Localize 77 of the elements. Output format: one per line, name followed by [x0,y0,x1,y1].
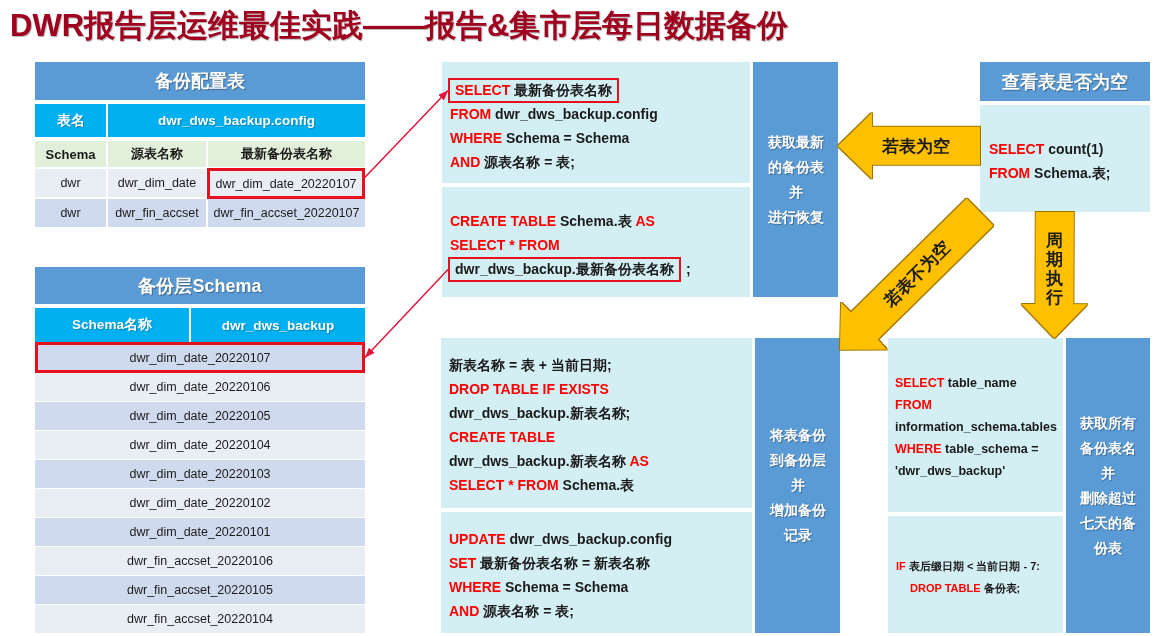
edge-label: 周期执行 [1045,230,1064,307]
data-table [35,267,365,633]
step-text: 删除超过七天的备份表 [1079,488,1137,558]
table-cell: dwr_dim_date_20220105 [35,402,365,430]
step-text: 将表备份到备份层 [768,426,827,470]
code-panel [980,105,1150,212]
arrow [364,89,449,179]
code-panel [441,512,752,633]
code-line: SELECT * FROM [450,236,561,255]
table-title: 备份层Schema [35,267,365,304]
code-line: dwr_dws_backup.新表名称 AS [449,452,650,471]
edge-label: 若表为空 [882,135,951,158]
code-line: AND 源表名称 = 表; [450,153,576,172]
code-line: SELECT table_name [895,375,1018,392]
edge-label: 若表不为空 [879,236,955,312]
code-line: dwr_dws_backup.新表名称; [449,404,632,423]
table-cell: dwr_fin_accset_20220104 [35,605,365,633]
table-cell: dwr_dim_date_20220101 [35,518,365,546]
code-line: FROM dwr_dws_backup.config [450,105,659,124]
step-text: 增加备份记录 [768,501,827,545]
code-panel [888,338,1063,512]
code-line: UPDATE dwr_dws_backup.config [449,530,673,549]
code-line: FROM Schema.表; [989,164,1112,183]
code-line: IF 表后缀日期 < 当前日期 - 7: [896,559,1041,574]
step-text: 进行恢复 [766,207,825,227]
step-text: 并 [787,182,804,202]
code-line: AND 源表名称 = 表; [449,602,575,621]
step-text: 获取最新的备份表 [766,132,825,177]
step-text: 获取所有备份表名 [1079,413,1137,458]
step-panel [1066,338,1150,633]
step-panel [755,338,840,633]
table-cell: dwr [35,169,106,197]
code-panel [442,62,750,183]
table-cell: dwr_dim_date_20220106 [35,373,365,401]
header-cell: 表名 [35,104,106,137]
code-line: DROP TABLE 备份表; [909,581,1022,596]
code-panel [442,187,750,297]
page-title: DWR报告层运维最佳实践——报告&集市层每日数据备份 [10,7,789,45]
table-cell: dwr_dim_date_20220104 [35,431,365,459]
header-cell: 最新备份表名称 [208,141,365,167]
table-cell: dwr_dim_date_20220103 [35,460,365,488]
table-cell: dwr_dim_date_20220102 [35,489,365,517]
highlighted-row: dwr_dim_date_20220107 [35,342,365,373]
code-line: WHERE Schema = Schema [449,578,630,597]
code-line: 新表名称 = 表 + 当前日期; [449,356,613,375]
table-cell: dwr_dim_date [108,169,206,197]
step-text: 并 [1100,463,1116,483]
data-table [35,62,365,227]
header-cell: Schema名称 [35,308,189,342]
code-panel [888,516,1063,633]
highlighted-cell: dwr_dim_date_20220107 [207,168,365,199]
table-title: 备份配置表 [35,62,365,100]
header-cell: dwr_dws_backup.config [108,104,365,137]
code-line: SELECT * FROM Schema.表 [449,476,636,495]
table-cell: dwr_fin_accset_20220107 [208,199,365,227]
step-text: 并 [789,476,806,495]
table-cell: dwr_fin_accset_20220105 [35,576,365,604]
highlight-box: SELECT 最新备份表名称 [448,78,620,103]
code-line: SET 最新备份表名称 = 新表名称 [449,554,652,573]
code-line: SELECT count(1) [989,140,1105,159]
code-text: ; [686,260,691,279]
highlight-box: dwr_dws_backup.最新备份表名称 [448,257,681,282]
header-cell: dwr_dws_backup [191,308,365,342]
header-cell: 源表名称 [108,141,206,167]
code-line: CREATE TABLE Schema.表 AS [450,212,656,231]
panel-header: 查看表是否为空 [980,62,1150,101]
step-panel [753,62,838,297]
table-cell: dwr [35,199,106,227]
code-line: WHERE Schema = Schema [450,129,631,148]
code-line: CREATE TABLE [449,428,557,447]
header-cell: Schema [35,141,106,167]
arrow [364,268,449,359]
table-cell: dwr_fin_accset_20220106 [35,547,365,575]
code-panel [441,338,752,508]
code-line: DROP TABLE IF EXISTS [449,380,610,399]
code-line: WHERE table_schema = 'dwr_dws_backup' [895,441,1040,480]
table-cell: dwr_fin_accset [108,199,206,227]
